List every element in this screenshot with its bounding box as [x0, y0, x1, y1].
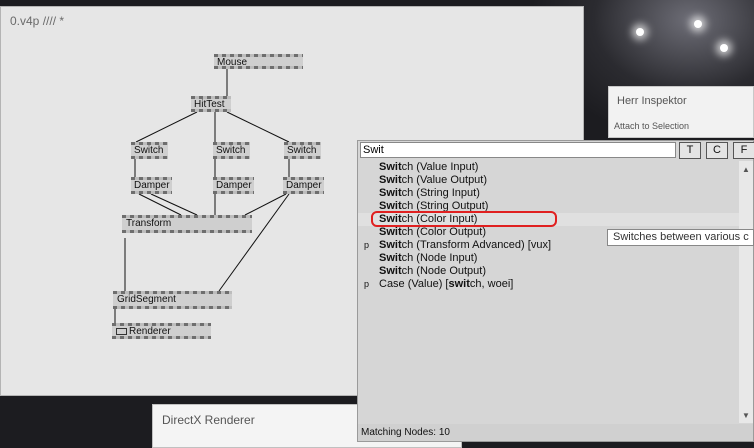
node-switch-3[interactable]: Switch [284, 142, 321, 159]
search-result-item[interactable]: Switch (Value Input) [379, 161, 479, 173]
node-gridsegment[interactable]: GridSegment [113, 291, 232, 309]
node-renderer[interactable]: Renderer [112, 323, 211, 339]
patch-window-title: 0.v4p //// * [10, 14, 65, 28]
selection-highlight-oval [371, 211, 557, 227]
attach-to-selection-button[interactable]: Attach to Selection [614, 121, 690, 131]
node-search-popup[interactable]: T C F Switch (Value Input) Switch (Value… [357, 140, 754, 442]
results-scrollbar[interactable]: ▲ ▼ [739, 161, 753, 423]
search-results-list[interactable]: Switch (Value Input) Switch (Value Outpu… [358, 161, 740, 423]
patch-links [114, 69, 290, 325]
search-result-item[interactable]: Switch (Color Output) [379, 226, 486, 238]
search-result-item[interactable]: p Case (Value) [switch, woei] [364, 278, 514, 290]
scroll-down-icon[interactable]: ▼ [742, 411, 750, 420]
search-result-item[interactable]: Switch (Value Output) [379, 174, 488, 186]
stage-light [636, 28, 644, 36]
scroll-up-icon[interactable]: ▲ [742, 165, 750, 174]
matching-nodes-status: Matching Nodes: 10 [358, 424, 753, 441]
search-result-item[interactable]: Switch (String Input) [379, 187, 480, 199]
stage-light [720, 44, 728, 52]
inspector-title: Herr Inspektor [617, 95, 687, 107]
search-result-item[interactable]: Switch (Node Input) [379, 252, 478, 264]
search-result-item[interactable]: p Switch (Transform Advanced) [vux] [364, 239, 551, 251]
node-search-input[interactable] [360, 142, 676, 158]
filter-f-button[interactable]: F [733, 142, 754, 159]
node-transform[interactable]: Transform [122, 215, 252, 233]
filter-c-button[interactable]: C [706, 142, 728, 159]
renderer-icon [116, 327, 127, 335]
node-damper-1[interactable]: Damper [131, 177, 172, 194]
search-result-item[interactable]: Switch (String Output) [379, 200, 489, 212]
inspector-window[interactable]: Herr Inspektor Attach to Selection [608, 86, 754, 138]
node-mouse[interactable]: Mouse [214, 54, 303, 69]
search-result-item-selected[interactable]: Switch (Color Input) [358, 211, 740, 227]
plugin-prefix: p [364, 240, 370, 250]
node-damper-2[interactable]: Damper [213, 177, 254, 194]
filter-t-button[interactable]: T [679, 142, 701, 159]
node-switch-2[interactable]: Switch [213, 142, 250, 159]
node-switch-1[interactable]: Switch [131, 142, 168, 159]
directx-renderer-title: DirectX Renderer [162, 413, 255, 427]
node-damper-3[interactable]: Damper [283, 177, 324, 194]
plugin-prefix: p [364, 279, 370, 289]
node-tooltip: Switches between various c [607, 229, 754, 246]
search-result-item[interactable]: Switch (Node Output) [379, 265, 486, 277]
node-hittest[interactable]: HitTest [191, 96, 231, 112]
stage-light [694, 20, 702, 28]
